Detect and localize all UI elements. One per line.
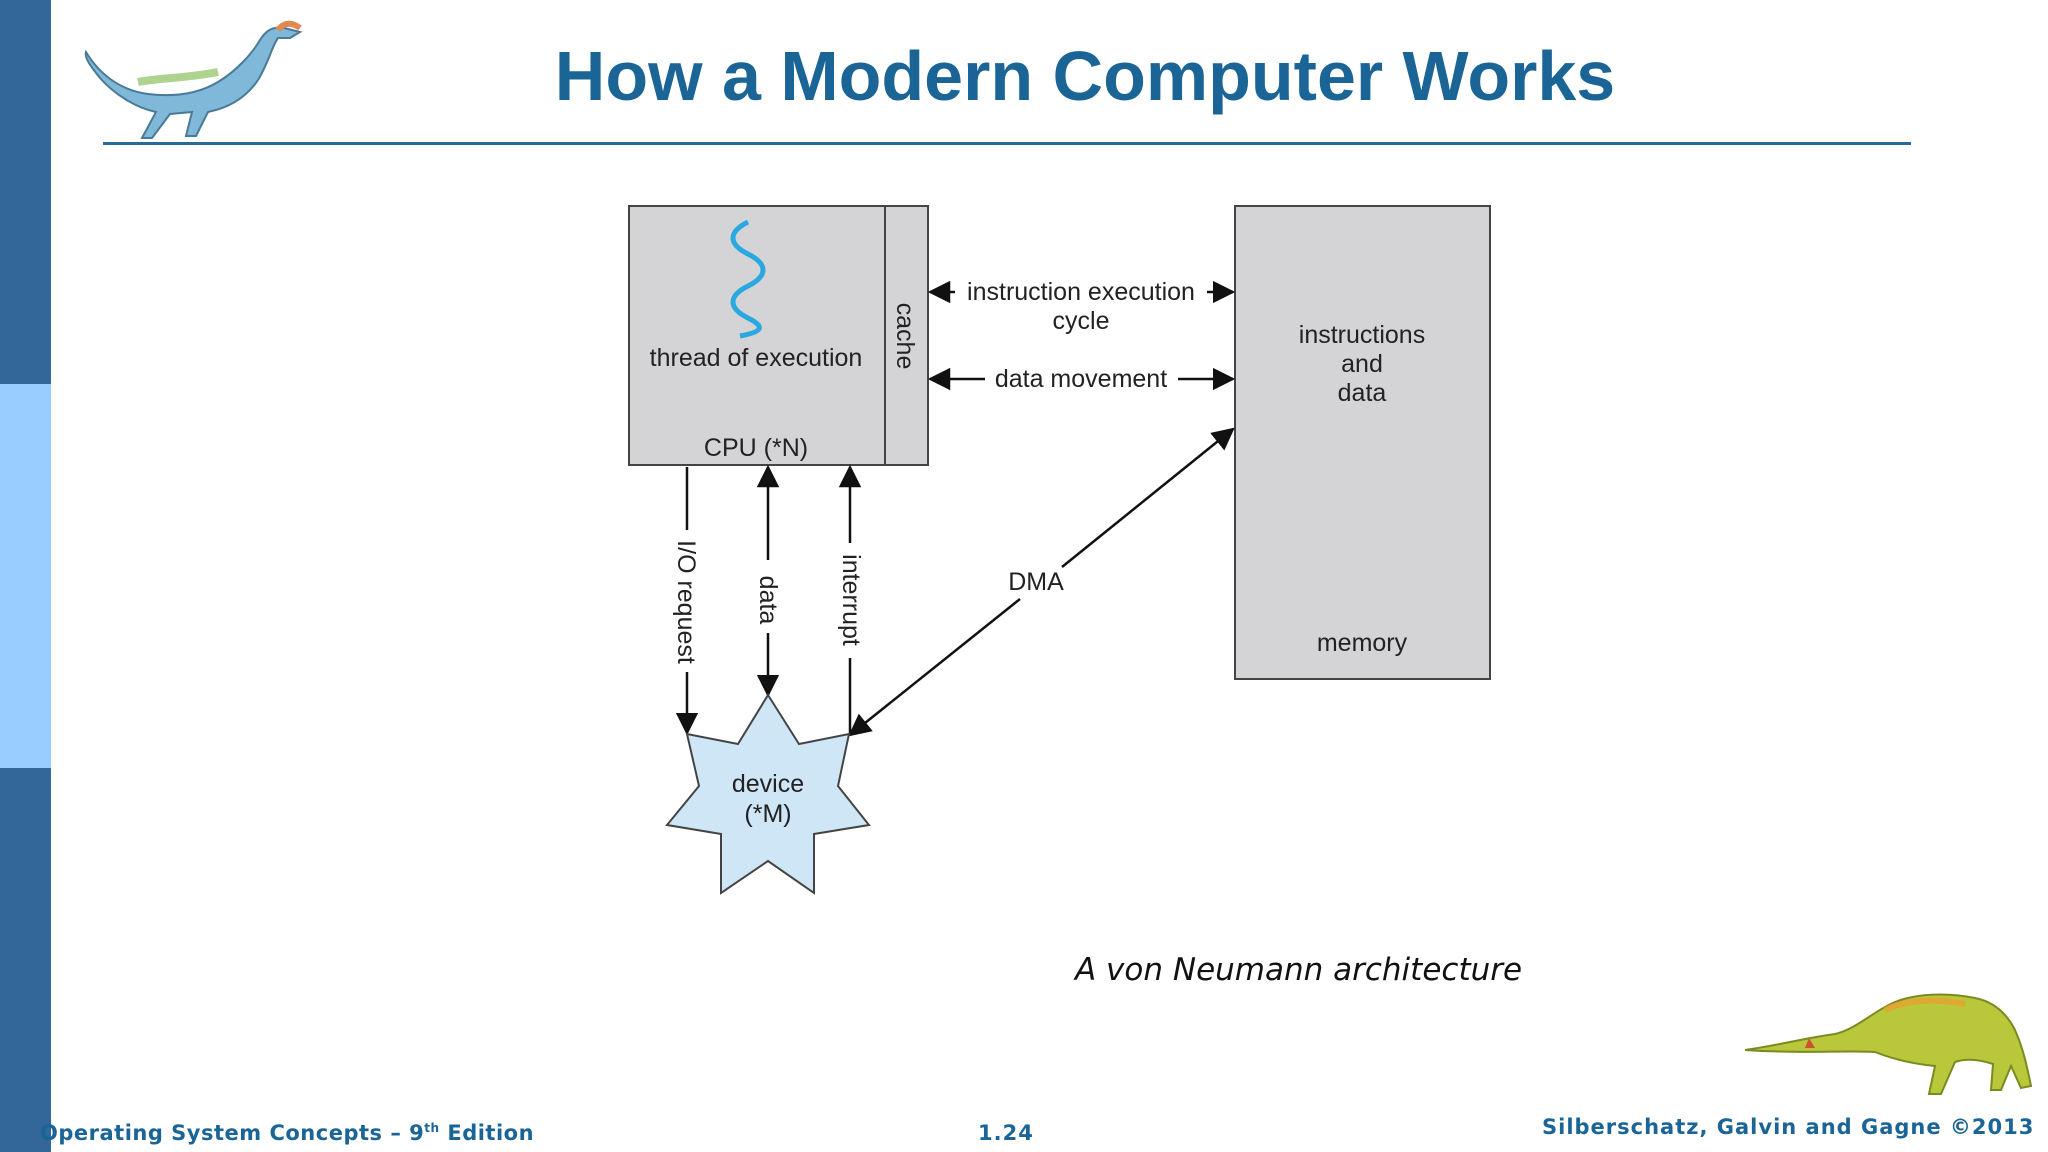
interrupt-label: interrupt bbox=[837, 554, 865, 646]
memory-box bbox=[1234, 205, 1491, 680]
footer-book-title-text: Operating System Concepts – 9 bbox=[40, 1121, 425, 1145]
device-star-icon bbox=[665, 693, 871, 895]
side-bar-top bbox=[0, 0, 51, 384]
slide-title: How a Modern Computer Works bbox=[554, 37, 1616, 115]
thread-squiggle-icon bbox=[730, 219, 766, 339]
cpu-box bbox=[628, 205, 886, 466]
dinosaur-footer-icon bbox=[1745, 993, 2033, 1095]
cpu-label: CPU (*N) bbox=[704, 434, 808, 462]
cache-box bbox=[884, 205, 929, 466]
io-request-label: I/O request bbox=[672, 540, 700, 664]
instruction-cycle-label-line2: cycle bbox=[1053, 307, 1110, 335]
dma-arrow-lower bbox=[848, 598, 1021, 737]
footer-page-number: 1.24 bbox=[978, 1121, 1034, 1145]
footer-book-title: Operating System Concepts – 9th Edition bbox=[40, 1121, 534, 1145]
dma-label: DMA bbox=[1008, 568, 1064, 596]
footer-authors: Silberschatz, Galvin and Gagne ©2013 bbox=[1542, 1115, 2035, 1139]
instruction-cycle-label-line1: instruction execution bbox=[967, 278, 1195, 306]
memory-label: memory bbox=[1317, 629, 1408, 657]
memory-content-line1: instructions bbox=[1299, 321, 1425, 349]
data-movement-label: data movement bbox=[995, 365, 1167, 393]
data-label: data bbox=[754, 576, 782, 625]
side-bar-bottom bbox=[0, 768, 51, 1152]
memory-content-line3: data bbox=[1338, 379, 1387, 407]
memory-content-line2: and bbox=[1341, 350, 1383, 378]
footer-edition-sup: th bbox=[424, 1121, 440, 1135]
device-label-line2: (*M) bbox=[744, 800, 791, 828]
dinosaur-logo-icon bbox=[84, 20, 303, 139]
cache-label: cache bbox=[891, 303, 919, 370]
device-label-line1: device bbox=[732, 770, 804, 798]
footer-edition-word: Edition bbox=[439, 1121, 535, 1145]
dma-arrow-upper bbox=[1061, 427, 1235, 568]
title-divider bbox=[103, 142, 1911, 145]
diagram-caption: A von Neumann architecture bbox=[1075, 952, 1523, 988]
thread-of-execution-label: thread of execution bbox=[650, 344, 863, 372]
side-bar-middle bbox=[0, 384, 51, 768]
